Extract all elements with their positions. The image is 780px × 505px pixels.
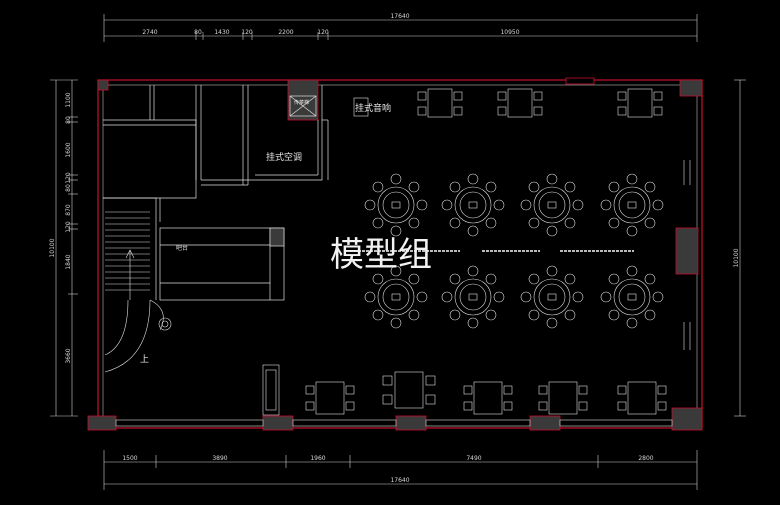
watermark: 模型组 bbox=[330, 235, 432, 275]
square-tables-bottom bbox=[262, 364, 667, 416]
top-dim-5: 2200 bbox=[278, 29, 293, 36]
counter-label: 吧台 bbox=[176, 244, 188, 252]
bottom-doors bbox=[115, 419, 673, 427]
left-dim-9: 3660 bbox=[65, 348, 72, 363]
stair-up-label: 上 bbox=[140, 354, 149, 365]
left-dim-4: 120 bbox=[65, 172, 72, 184]
left-dim-6: 870 bbox=[65, 204, 72, 216]
top-wall-opening bbox=[565, 77, 595, 85]
wall-ac-label: 挂式空调 bbox=[266, 151, 302, 163]
staircase bbox=[104, 211, 172, 373]
bottom-total-dim: 17640 bbox=[390, 477, 409, 484]
dumbwaiter-label: 传菜梯 bbox=[294, 99, 309, 106]
bottom-dim-3: 1960 bbox=[310, 455, 325, 462]
left-dimension-chain bbox=[50, 79, 78, 417]
top-dim-1: 2740 bbox=[142, 29, 157, 36]
left-dim-2: 80 bbox=[65, 116, 72, 124]
bottom-dim-5: 2800 bbox=[638, 455, 653, 462]
left-dim-8: 1840 bbox=[65, 254, 72, 269]
right-total-dim: 10100 bbox=[733, 248, 740, 267]
interior-walls bbox=[103, 85, 329, 301]
top-total-dim: 17640 bbox=[390, 13, 409, 20]
bottom-dim-1: 1500 bbox=[122, 455, 137, 462]
left-dim-5: 80 bbox=[65, 184, 72, 192]
round-tables bbox=[364, 173, 664, 329]
left-dim-7: 120 bbox=[65, 221, 72, 233]
right-dimension-chain bbox=[734, 79, 746, 417]
top-dim-7: 10950 bbox=[500, 29, 519, 36]
top-dim-2: 80 bbox=[194, 29, 202, 36]
top-dim-3: 1430 bbox=[214, 29, 229, 36]
top-dimension-chain bbox=[103, 14, 698, 42]
bottom-dimension-chain bbox=[103, 450, 698, 490]
top-dim-6: 120 bbox=[317, 29, 329, 36]
right-wall-fixtures bbox=[683, 160, 691, 350]
square-tables-top bbox=[353, 88, 663, 118]
left-dim-1: 1100 bbox=[65, 92, 72, 107]
wall-speaker-label: 挂式音响 bbox=[355, 102, 391, 114]
left-total-dim: 10100 bbox=[49, 238, 56, 257]
bottom-dim-2: 3890 bbox=[212, 455, 227, 462]
bottom-dim-4: 7490 bbox=[466, 455, 481, 462]
left-dim-3: 1600 bbox=[65, 142, 72, 157]
top-dim-4: 120 bbox=[241, 29, 253, 36]
